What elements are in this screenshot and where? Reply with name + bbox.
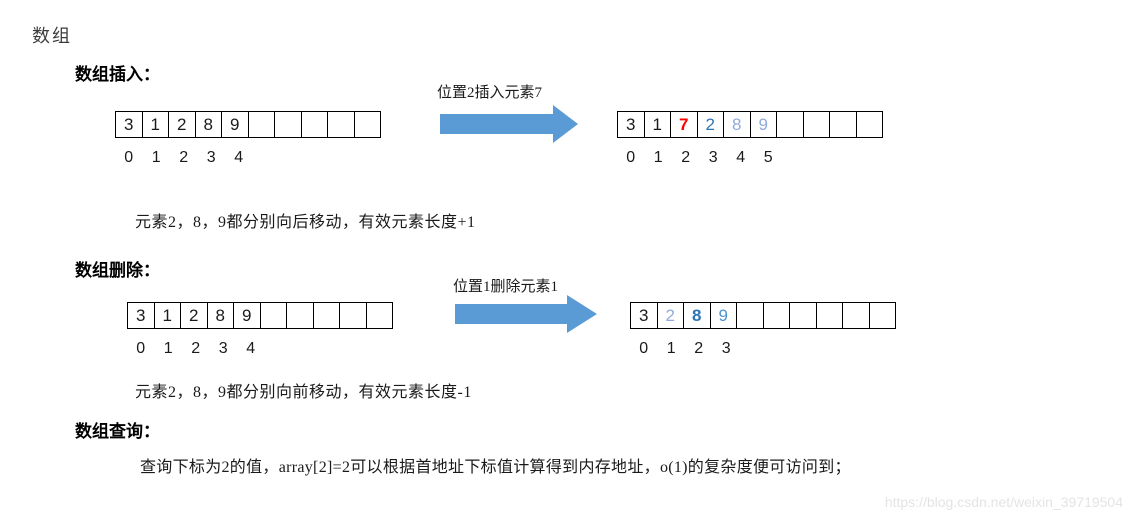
array-cell <box>286 302 314 329</box>
array-cell: 3 <box>630 302 658 329</box>
array-cell: 2 <box>168 111 196 138</box>
array-cell <box>868 302 896 329</box>
delete-section-heading: 数组删除： <box>75 261 160 280</box>
array-cell <box>274 111 302 138</box>
array-cell <box>259 302 287 329</box>
array-cell <box>776 111 804 138</box>
array-cell <box>815 302 843 329</box>
index-label: 0 <box>639 340 649 357</box>
index-label: 4 <box>736 149 746 166</box>
array-cell <box>842 302 870 329</box>
array-cell: 7 <box>670 111 698 138</box>
array-cell: 9 <box>233 302 261 329</box>
array-cell <box>339 302 367 329</box>
index-label: 0 <box>626 149 636 166</box>
index-label: 2 <box>681 149 691 166</box>
index-label: 1 <box>163 340 173 357</box>
array-cell <box>300 111 328 138</box>
index-label: 3 <box>206 149 216 166</box>
array-cell: 9 <box>221 111 249 138</box>
index-label: 1 <box>151 149 161 166</box>
index-label: 5 <box>763 149 773 166</box>
array-cell: 2 <box>180 302 208 329</box>
index-label: 2 <box>179 149 189 166</box>
watermark-url: https://blog.csdn.net/weixin_39719504 <box>884 494 1123 510</box>
insert-section-heading: 数组插入： <box>75 65 160 84</box>
index-label: 0 <box>124 149 134 166</box>
index-label: 3 <box>708 149 718 166</box>
insert-arrow-right-icon <box>440 105 578 143</box>
index-label: 1 <box>653 149 663 166</box>
array-cell: 1 <box>153 302 181 329</box>
arrow-head-shape <box>553 105 578 143</box>
array-cell <box>789 302 817 329</box>
arrow-body-shape <box>455 304 567 324</box>
delete-arrow-label: 位置1删除元素1 <box>453 279 559 295</box>
array-cell <box>327 111 355 138</box>
array-cell <box>312 302 340 329</box>
array-cell: 8 <box>194 111 222 138</box>
array-cell <box>353 111 381 138</box>
array-cell <box>247 111 275 138</box>
index-label: 4 <box>246 340 256 357</box>
index-label: 2 <box>191 340 201 357</box>
insert-arrow-label: 位置2插入元素7 <box>437 85 543 101</box>
array-cell <box>365 302 393 329</box>
index-label: 2 <box>694 340 704 357</box>
array-cell: 8 <box>683 302 711 329</box>
array-cell: 3 <box>617 111 645 138</box>
arrow-body-shape <box>440 114 553 134</box>
array-cell: 9 <box>709 302 737 329</box>
index-label: 3 <box>218 340 228 357</box>
array-cell: 9 <box>749 111 777 138</box>
index-label: 4 <box>234 149 244 166</box>
delete-note: 元素2，8，9都分别向前移动，有效元素长度-1 <box>135 384 472 401</box>
insert-note: 元素2，8，9都分别向后移动，有效元素长度+1 <box>135 214 476 231</box>
index-label: 0 <box>136 340 146 357</box>
index-label: 1 <box>666 340 676 357</box>
delete-arrow-right-icon <box>455 295 597 333</box>
array-cell: 1 <box>643 111 671 138</box>
array-cell: 3 <box>115 111 143 138</box>
array-cell <box>829 111 857 138</box>
arrow-head-shape <box>567 295 597 333</box>
query-description: 查询下标为2的值，array[2]=2可以根据首地址下标值计算得到内存地址，o(… <box>140 459 851 476</box>
query-section-heading: 数组查询： <box>75 422 160 441</box>
array-cell <box>736 302 764 329</box>
array-cell: 8 <box>206 302 234 329</box>
array-cell: 1 <box>141 111 169 138</box>
array-cell: 8 <box>723 111 751 138</box>
index-label: 3 <box>721 340 731 357</box>
array-cell: 2 <box>656 302 684 329</box>
array-cell <box>762 302 790 329</box>
page-title: 数组 <box>32 26 72 46</box>
array-cell: 2 <box>696 111 724 138</box>
array-cell <box>802 111 830 138</box>
array-cell: 3 <box>127 302 155 329</box>
array-cell <box>855 111 883 138</box>
